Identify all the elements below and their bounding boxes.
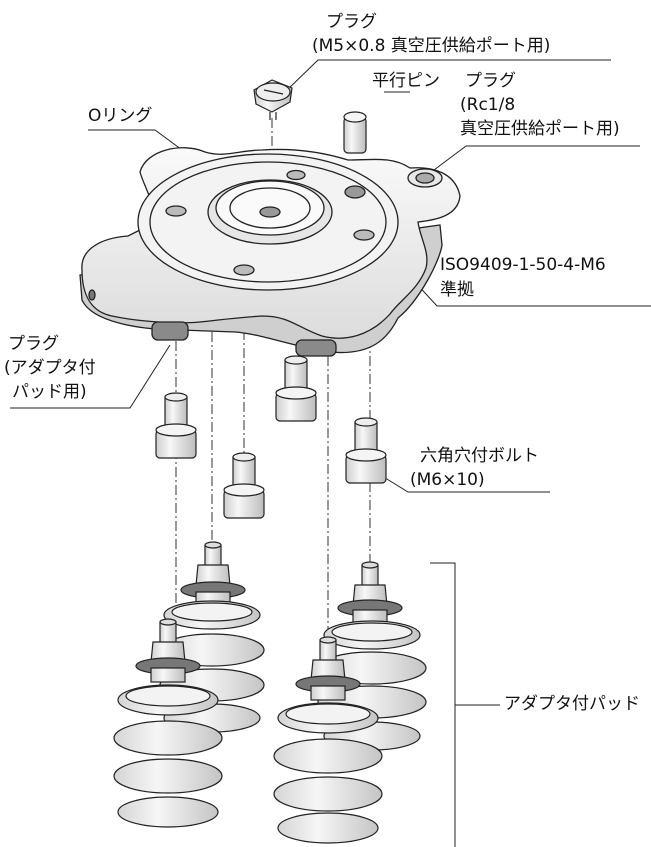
leader-plug-left (10, 344, 171, 409)
adapter-flange (79, 147, 461, 357)
parallel-pin-part (343, 111, 367, 154)
label-plug-left-line1: プラグ (8, 334, 59, 354)
bolt-4 (345, 417, 387, 484)
plug-m5 (253, 79, 293, 120)
bolt-2 (275, 355, 317, 422)
pad-front-right (273, 636, 383, 844)
label-bolt-line2: (M6×10) (410, 470, 485, 490)
hex-bolts (155, 355, 387, 519)
label-plug-rc-line3: 真空圧供給ポート用) (460, 119, 620, 139)
leader-plug-top (284, 59, 611, 93)
leader-bolt (381, 475, 550, 493)
pad-front-left (113, 618, 223, 828)
label-plug-rc-line1: プラグ (465, 71, 516, 91)
label-iso-line2: 準拠 (440, 280, 474, 300)
label-parallel-pin: 平行ピン (372, 71, 440, 91)
label-iso-line1: ISO9409-1-50-4-M6 (440, 255, 606, 275)
label-plug-left-line2: (アダプタ付 (4, 358, 96, 378)
bolt-1 (155, 392, 197, 459)
bolt-3 (223, 452, 265, 519)
label-adapter-pad: アダプタ付パッド (504, 694, 640, 714)
label-bolt-line1: 六角穴付ボルト (420, 446, 539, 466)
label-oring: Oリング (88, 106, 153, 126)
bracket-pad (430, 562, 456, 847)
label-plug-rc-line2: (Rc1/8 (460, 95, 516, 115)
label-plug-left-line3: パッド用) (12, 382, 87, 402)
label-plug-m5-line2: (M5×0.8 真空圧供給ポート用) (312, 36, 551, 56)
label-plug-m5-line1: プラグ (326, 12, 377, 32)
leader-plug-rc (425, 145, 640, 177)
